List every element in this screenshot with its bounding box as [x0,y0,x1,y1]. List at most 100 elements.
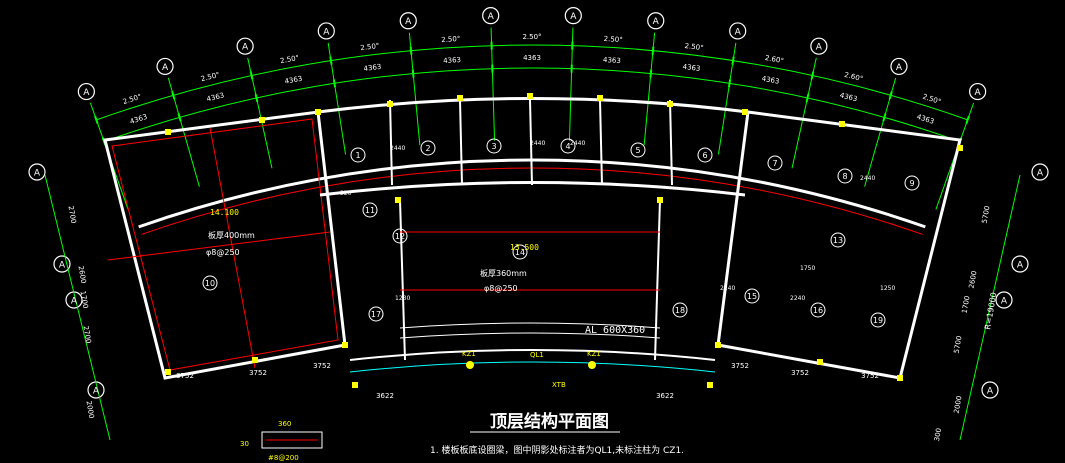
right-dim-line [959,174,1021,441]
top-angle-label: 2.50° [280,54,300,65]
room-number: 10 [205,279,215,288]
room-number: 14 [515,248,525,257]
axis-bubble-icon [399,12,417,30]
dim-tick [177,113,182,122]
room-number-bubble-icon [672,302,688,318]
axis-bubble-label: A [987,387,994,397]
axis-bubble-icon [981,381,999,399]
room-number-bubble-icon [368,306,384,322]
axis-bubble-icon [236,37,254,55]
top-angle-label: 2.50° [522,33,541,41]
kz1-left-label: KZ1 [462,350,476,358]
left-dim-label: 2700 [66,205,77,224]
top-dim-arc-inner [103,67,961,143]
axis-bubble-label: A [488,12,495,22]
axis-bubble-label: A [975,88,982,98]
al-beam-line [399,322,661,329]
axis-bubble-label: A [896,63,903,73]
top-dim-label: 4363 [443,56,461,65]
column-marker [315,109,321,115]
room-partition [529,99,533,186]
column-marker [667,101,673,107]
column-marker [252,357,258,363]
left-dim-line [44,174,111,441]
drawing-title: 顶层结构平面图 [490,411,609,432]
axis-bubble-label: A [816,43,823,53]
top-dim-label: 4363 [761,75,780,86]
top-dim-label: 4363 [129,113,148,126]
axis-bubble-label: A [570,12,577,22]
axis-bubble-icon [969,82,987,101]
column-marker [259,117,265,123]
room-number-bubble-icon [420,140,436,156]
column-marker [715,342,721,348]
axis-bubble-icon [729,22,747,40]
room-number: 13 [833,236,843,245]
axis-bubble-icon [810,37,828,55]
room-number-bubble-icon [837,168,853,184]
section-dim-top: 360 [278,420,291,428]
room-number: 1 [355,151,360,160]
column-marker [527,93,533,99]
bottom-dim-label: 3622 [376,392,394,400]
bottom-dim-label: 3622 [656,392,674,400]
room-number-bubble-icon [810,302,826,318]
section-detail-box [261,431,323,449]
column-marker [597,95,603,101]
axis-bubble-label: A [34,169,41,179]
top-dim-arc-outer [96,44,968,121]
top-angle-label: 2.60° [843,71,863,83]
column-marker [897,375,903,381]
room-partition [654,199,661,361]
axis-bubble-label: A [93,387,100,397]
axis-bubble-icon [1031,163,1049,181]
top-dim-label: 4363 [682,63,701,73]
column-marker [457,95,463,101]
column-marker [165,369,171,375]
small-dim-label: 1230 [395,295,410,302]
room-number: 17 [371,310,381,319]
right-dim-label: 2000 [953,395,964,414]
axis-bubble-label: A [59,261,66,271]
bottom-dim-label: 3752 [791,369,809,377]
slab14-thk: 板厚360mm [480,268,527,278]
left-wing-beam-line [107,231,331,261]
room-number: 7 [772,159,777,168]
top-dim-label: 4363 [284,75,303,86]
dim-tick [332,79,337,88]
top-dim-label: 4363 [916,113,935,126]
column-marker [839,121,845,127]
room-number-bubble-icon [630,142,646,158]
room-partition [599,99,603,186]
room-number-bubble-icon [362,202,378,218]
axis-bubble-icon [28,163,46,181]
center-bottom-wall [349,349,716,361]
room-partition [459,99,463,186]
center-bottom-beam [349,361,716,373]
top-angle-label: 2.50° [921,93,942,106]
room-number: 19 [873,316,883,325]
left-dim-label: 2000 [84,400,95,419]
room-number: 16 [813,306,823,315]
room-number: 11 [365,206,375,215]
right-dim-label: 2600 [968,270,979,289]
column-marker [742,109,748,115]
small-dim-label: 2440 [570,140,585,147]
beam-ql-label: QL1 [530,351,544,359]
left-wing-beam [111,118,339,371]
room-partition [669,99,673,186]
top-angle-label: 2.50° [603,35,623,44]
dim-tick [329,56,333,65]
room-number-bubble-icon [697,147,713,163]
axis-bubble-label: A [653,17,660,27]
axis-bubble-icon [1011,255,1029,273]
right-dim-label: 5700 [953,335,964,354]
room-number-bubble-icon [870,312,886,328]
axis-bubble-label: A [405,17,412,27]
axis-bubble-icon [890,57,908,76]
top-dim-label: 4363 [363,63,382,73]
kz1-right-label: KZ1 [587,350,601,358]
radius-label: R=19000 [983,292,998,331]
room-number-bubble-icon [486,138,502,154]
small-dim-label: 1750 [800,265,815,272]
